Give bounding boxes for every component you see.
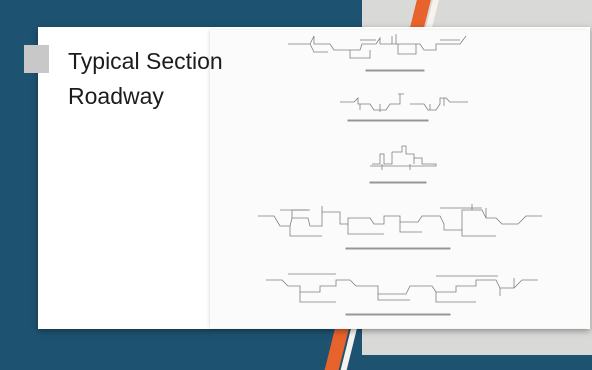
section-drawing-4	[258, 204, 542, 250]
typical-section-drawing	[210, 30, 588, 328]
section-drawing-1	[288, 34, 467, 72]
slide-title-line-2: Roadway	[68, 83, 164, 109]
section-drawing-2	[340, 93, 468, 122]
section-4-caption-line	[345, 247, 451, 250]
slide-title-line-1: Typical Section	[68, 48, 223, 74]
section-drawing-5	[266, 273, 538, 316]
section-1-caption-line	[365, 69, 425, 72]
title-bullet-marker	[24, 45, 49, 73]
section-drawings-svg	[258, 34, 542, 316]
section-5-caption-line	[345, 313, 451, 316]
slide-title: Typical Section Roadway	[68, 44, 223, 114]
section-2-caption-line	[347, 119, 429, 122]
section-3-caption-line	[369, 181, 427, 184]
section-drawing-3	[369, 145, 437, 184]
